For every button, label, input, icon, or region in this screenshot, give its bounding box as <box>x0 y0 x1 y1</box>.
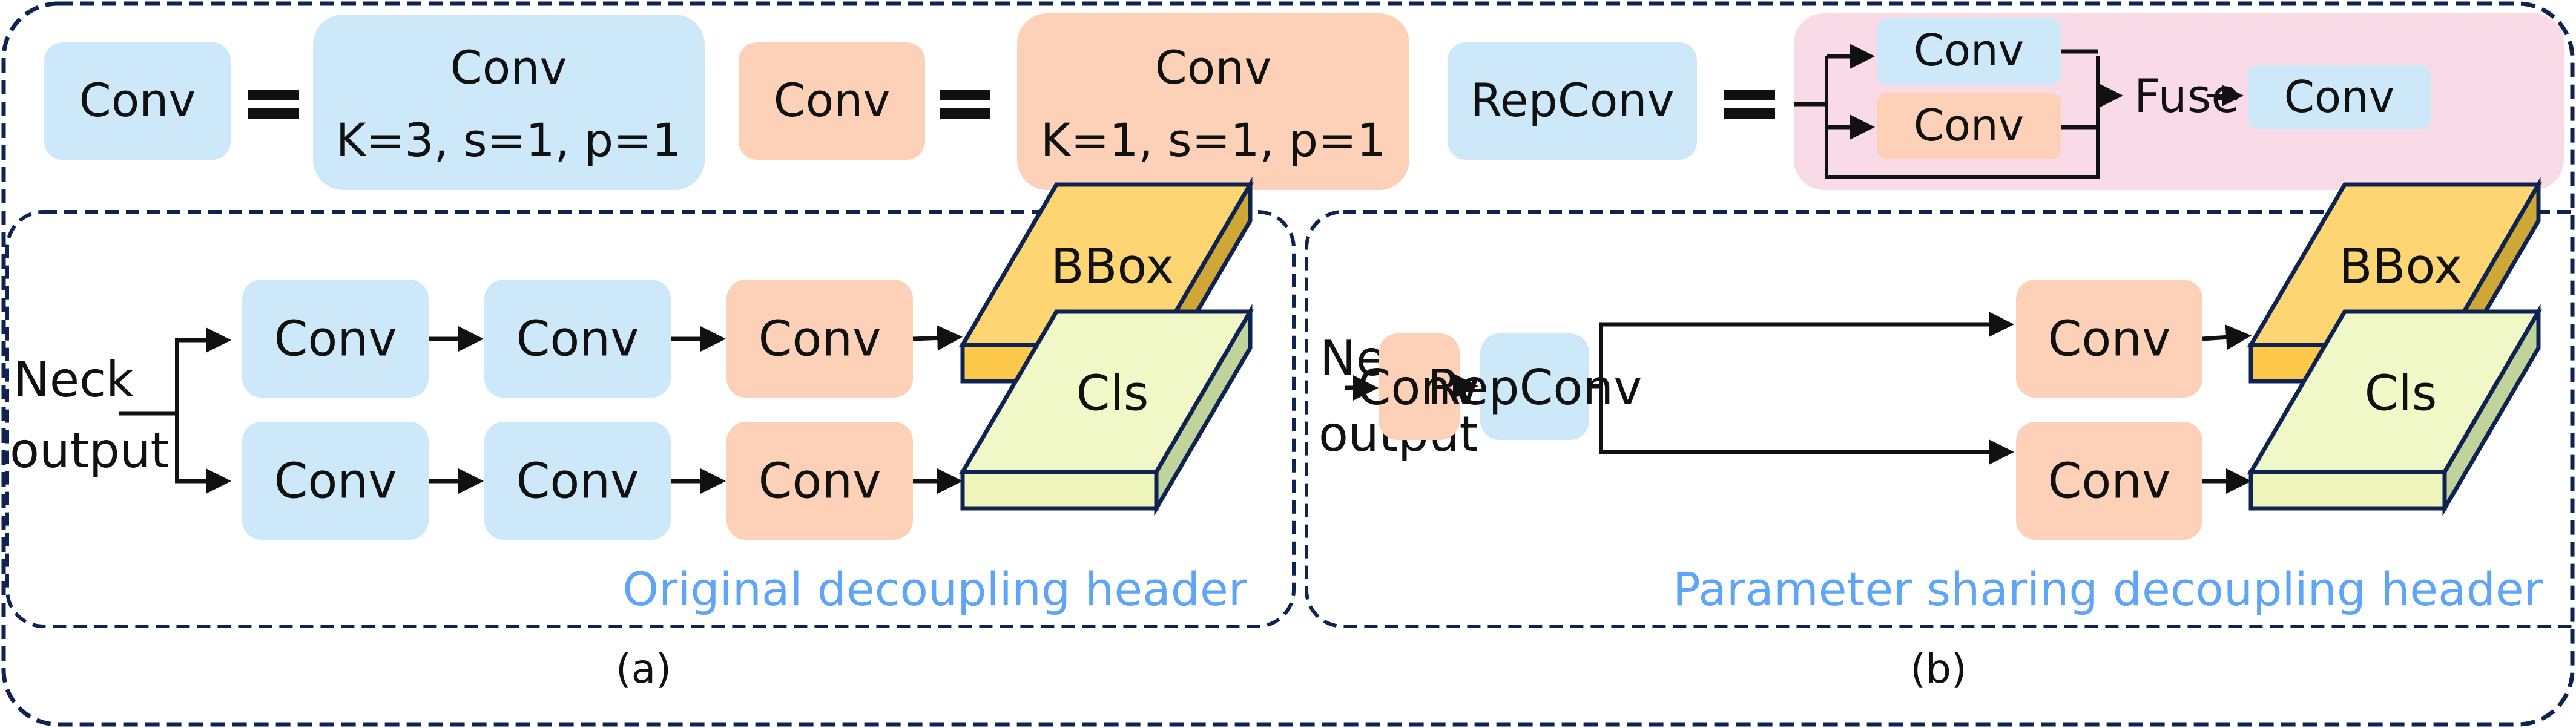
panel-b-cls-slab-label: Cls <box>2365 366 2437 422</box>
panel-a-bbox-slab-label: BBox <box>1051 238 1174 295</box>
equals-sign-3-bottom <box>1724 108 1775 119</box>
panel-a-top-conv-1-label: Conv <box>274 311 397 367</box>
panel-a-top-conv-3 <box>726 280 913 398</box>
repconv-label: RepConv <box>1470 73 1674 127</box>
panel-b-bbox-slab-label: BBox <box>2339 238 2463 295</box>
panel-a-bottom-conv-2 <box>484 422 671 540</box>
repconv-branch-conv1-label: Conv <box>1914 100 2024 151</box>
panel-a-top-arrow-out <box>912 325 963 351</box>
panel-b-out-arrow-top <box>2202 324 2252 350</box>
panel-b-branch-top-conv <box>2016 280 2202 398</box>
equals-sign-1-top <box>248 90 299 100</box>
legend-repconv: RepConv Conv Conv Fuse Conv <box>1448 13 2564 190</box>
conv1-def-line2: K=1, s=1, p=1 <box>1041 113 1386 167</box>
panel-a-bottom-conv-1 <box>242 422 429 540</box>
panel-a-bottom-conv-1-label: Conv <box>274 453 397 510</box>
conv1-definition-box <box>1017 13 1409 190</box>
repconv-result-label: Conv <box>2284 71 2395 122</box>
panel-b-cls-slab-front-face <box>2248 470 2447 511</box>
equals-sign-1-bottom <box>248 108 299 119</box>
legend-conv1: Conv Conv K=1, s=1, p=1 <box>739 13 1409 190</box>
conv3-def-line1: Conv <box>450 41 567 94</box>
conv3-def-line2: K=3, s=1, p=1 <box>336 113 681 167</box>
equals-sign-2-bottom <box>940 108 990 119</box>
conv3-definition-box <box>313 15 705 190</box>
panel-a-bottom-conv-3 <box>726 422 913 540</box>
conv1-label: Conv <box>774 73 891 127</box>
panel-b-label: (b) <box>1910 646 1966 692</box>
panel-a-border <box>5 210 1296 628</box>
panel-a-label: (a) <box>616 646 671 692</box>
repconv-branch-conv1 <box>1877 93 2061 159</box>
panel-b-caption: Parameter sharing decoupling header <box>1673 562 2543 616</box>
repconv-box <box>1448 42 1697 160</box>
panel-b-cls-slab: Cls <box>2247 304 2543 516</box>
legend-conv3: Conv Conv K=3, s=1, p=1 <box>44 15 705 190</box>
repconv-branch-conv3-label: Conv <box>1914 25 2024 76</box>
panel-b-repconv-label: RepConv <box>1428 359 1642 416</box>
panel-b-repconv <box>1480 333 1589 440</box>
equals-sign-3-top <box>1724 90 1775 100</box>
panel-b-branch-bottom-conv <box>2016 422 2202 540</box>
panel-a-top-conv-1 <box>242 280 429 398</box>
panel-a-input-line1: Neck <box>13 352 134 408</box>
conv3-label: Conv <box>79 73 196 127</box>
conv3-box <box>44 42 231 160</box>
panel-a-bottom-conv-2-label: Conv <box>516 453 639 510</box>
panel-b-branch-bottom-conv-label: Conv <box>2048 453 2171 510</box>
panel-a-top-conv-2 <box>484 280 671 398</box>
panel-a-cls-slab: Cls <box>958 304 1254 516</box>
conv1-box <box>739 42 925 160</box>
repconv-result-conv <box>2248 65 2431 129</box>
panel-b-border <box>1305 210 2576 628</box>
panel-a-top-conv-3-label: Conv <box>759 311 881 367</box>
panel-a-caption: Original decoupling header <box>622 562 1248 616</box>
panel-a-cls-slab-front-face <box>960 470 1159 511</box>
panel-b-branch-top-conv-label: Conv <box>2048 311 2171 367</box>
panel-a-cls-slab-label: Cls <box>1076 366 1149 422</box>
repconv-branch-spine <box>1825 56 2100 179</box>
panel-a-input-line2: output <box>10 422 170 479</box>
repconv-branch-conv3 <box>1877 18 2061 85</box>
panel-a-top-conv-2-label: Conv <box>516 311 639 367</box>
conv1-def-line1: Conv <box>1155 41 1272 94</box>
panel-b-stem-conv <box>1379 333 1460 440</box>
panel-b: Neck output Conv RepConv ConvConvBBoxCls… <box>1305 177 2576 692</box>
equals-sign-2-top <box>940 90 990 100</box>
panel-a-bottom-conv-3-label: Conv <box>759 453 881 510</box>
